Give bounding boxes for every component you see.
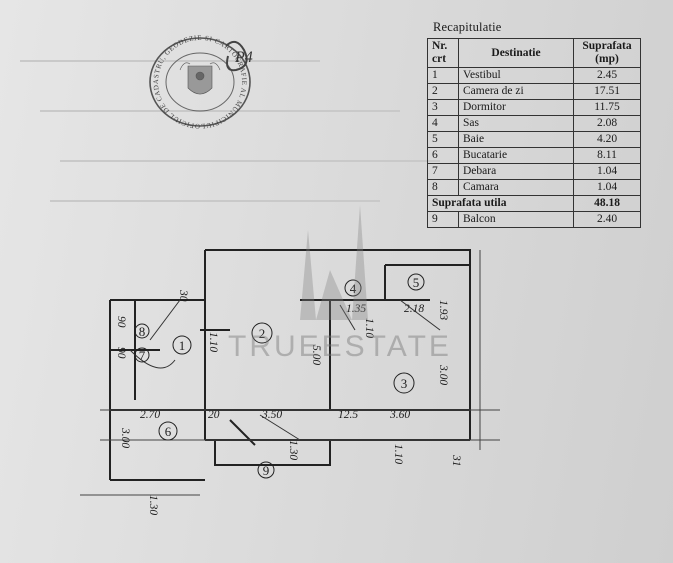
row-destination: Balcon	[458, 211, 574, 228]
svg-text:2: 2	[259, 326, 266, 341]
svg-text:6: 6	[165, 424, 172, 439]
coat-of-arms-icon	[179, 62, 221, 95]
row-area: 2.40	[573, 211, 641, 228]
dim-label: 5.00	[310, 345, 322, 365]
room-marker: 1	[172, 335, 192, 355]
dim-label: 3.00	[119, 427, 131, 448]
dim-label: 30	[177, 289, 189, 302]
row-area: 11.75	[573, 99, 641, 116]
dim-label: 12.5	[338, 409, 358, 421]
ghost-line	[40, 110, 400, 112]
recap-panel: Recapitulatie Nr. crt Destinatie Suprafa…	[427, 20, 672, 228]
dim-label: 3.50	[261, 409, 282, 421]
dim-label: 1.93	[437, 300, 449, 320]
dim-label: 90	[115, 347, 127, 359]
svg-text:4: 4	[350, 281, 357, 296]
dim-label: 20	[208, 409, 220, 421]
handwritten-note: P4	[234, 49, 253, 66]
dimension-lines	[80, 250, 500, 496]
room-marker: 2	[251, 322, 273, 344]
dim-label: 1.30	[147, 495, 159, 515]
dimension-labels: 2.70 20 3.50 12.5 3.60 1.35 2.18 1.93 5.…	[115, 289, 462, 515]
svg-text:5: 5	[413, 275, 420, 290]
svg-text:8: 8	[139, 324, 146, 339]
door-swings	[129, 299, 441, 441]
dim-label: 2.18	[404, 303, 424, 315]
dim-label: 1.10	[363, 318, 375, 338]
room-markers: 1 2 3 4 5 6 7 8 9	[134, 273, 425, 479]
room-marker: 5	[407, 273, 425, 291]
total-label: Suprafata utila	[427, 195, 574, 212]
svg-text:3: 3	[401, 376, 408, 391]
dim-label: 3.60	[389, 409, 410, 421]
dim-label: 1.35	[346, 303, 366, 315]
svg-text:1: 1	[179, 338, 186, 353]
room-marker: 3	[393, 372, 415, 394]
cadastre-stamp: OFICIUL DE CADASTRU, GEODEZIE SI CARTOGR…	[140, 30, 253, 130]
room-marker: 6	[158, 421, 178, 441]
dim-label: 1.10	[392, 444, 404, 464]
dim-label: 90	[115, 316, 127, 328]
svg-text:7: 7	[139, 348, 146, 363]
dim-label: 31	[450, 454, 462, 467]
room-marker: 8	[134, 323, 150, 339]
ghost-line	[50, 200, 380, 202]
dim-label: 1.30	[287, 440, 299, 460]
svg-text:9: 9	[263, 463, 270, 478]
row-area: 8.11	[573, 147, 641, 164]
room-marker: 4	[344, 279, 362, 297]
room-marker: 9	[257, 461, 275, 479]
dim-label: 3.00	[437, 364, 449, 385]
handwriting-mark	[225, 40, 248, 72]
ghost-line	[60, 160, 440, 162]
room-marker: 7	[134, 347, 150, 363]
watermark-text: TRUEESTATE	[228, 330, 452, 363]
watermark-church-icon	[300, 205, 368, 320]
recap-title: Recapitulatie	[433, 20, 502, 34]
header-area: Suprafata (mp)	[573, 38, 641, 68]
total-area: 48.18	[573, 195, 641, 212]
ghost-line	[20, 60, 320, 62]
dim-label: 1.10	[207, 332, 219, 352]
dim-label: 2.70	[140, 409, 160, 421]
